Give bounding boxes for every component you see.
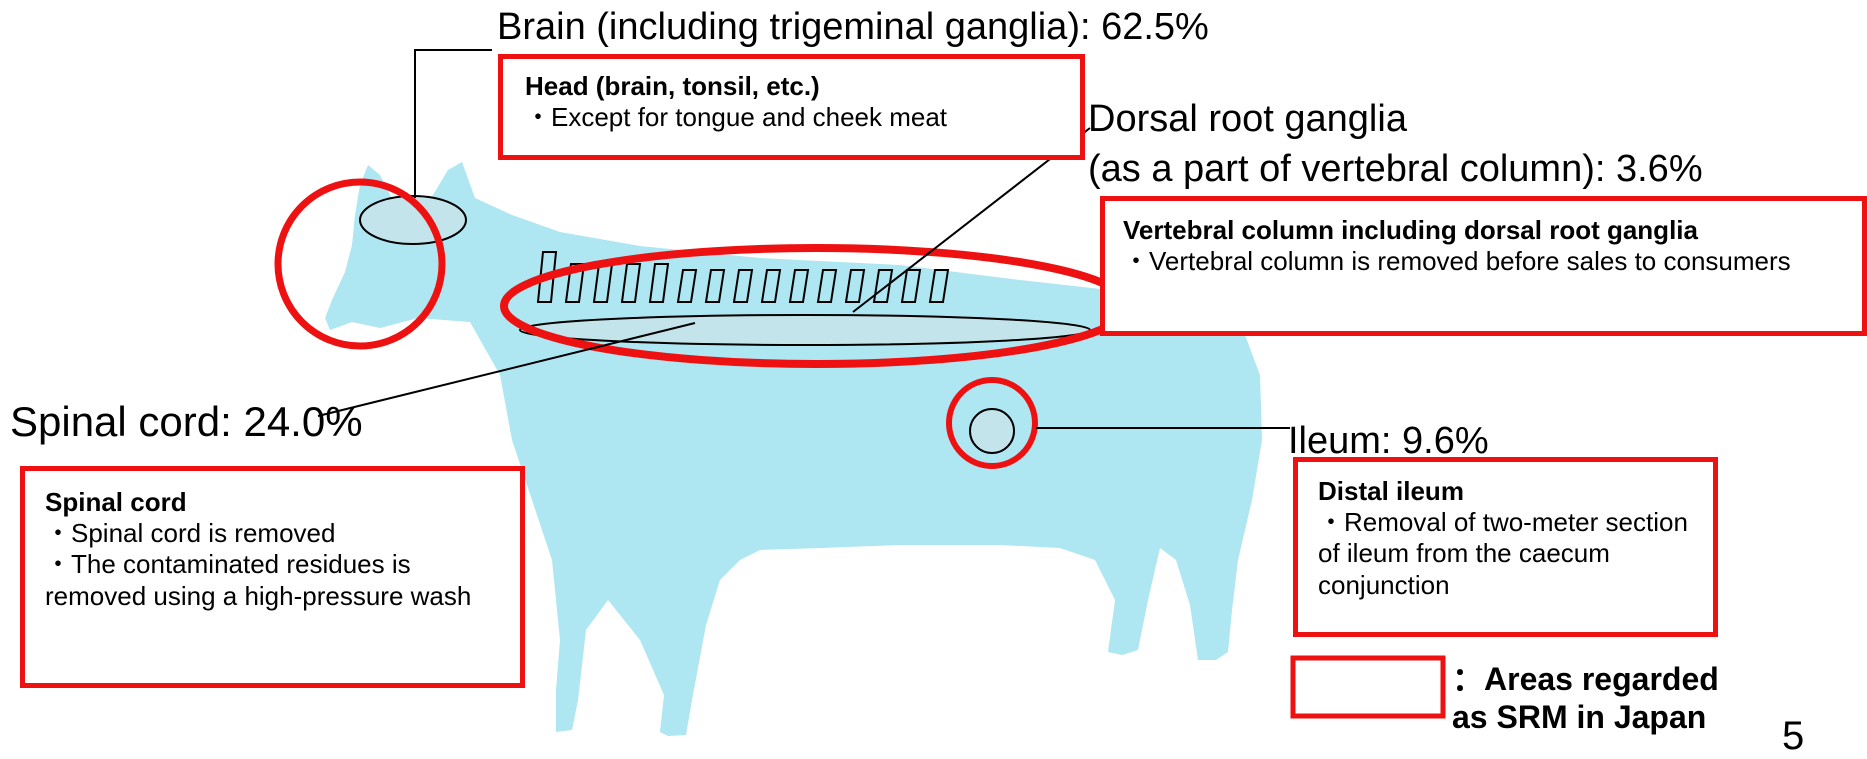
drg-label-line2: (as a part of vertebral column): 3.6% — [1088, 148, 1703, 191]
page-number: 5 — [1782, 714, 1804, 759]
spinal-box-bullet-2: ・The contaminated residues is removed us… — [45, 549, 500, 611]
legend-text: ：Areas regarded as SRM in Japan — [1452, 660, 1719, 737]
head-box-bullet: ・Except for tongue and cheek meat — [525, 102, 1058, 133]
vertebral-srm-box: Vertebral column including dorsal root g… — [1100, 196, 1867, 336]
ileum-organ — [970, 409, 1014, 453]
ileum-box-title: Distal ileum — [1318, 476, 1693, 507]
spinal-cord-label: Spinal cord: 24.0% — [10, 398, 363, 445]
head-box-title: Head (brain, tonsil, etc.) — [525, 71, 1058, 102]
spinal-box-bullet-1: ・Spinal cord is removed — [45, 518, 500, 549]
vertebral-box-bullet: ・Vertebral column is removed before sale… — [1123, 246, 1844, 277]
spinal-cord-srm-box: Spinal cord ・Spinal cord is removed ・The… — [20, 466, 525, 688]
spinal-box-title: Spinal cord — [45, 487, 500, 518]
legend-text-line2: as SRM in Japan — [1452, 698, 1719, 736]
drg-label-line1: Dorsal root ganglia — [1088, 98, 1407, 141]
ileum-box-bullet: ・Removal of two-meter section of ileum f… — [1318, 507, 1693, 601]
vertebral-box-title: Vertebral column including dorsal root g… — [1123, 215, 1844, 246]
legend-swatch — [1293, 658, 1443, 716]
head-srm-box: Head (brain, tonsil, etc.) ・Except for t… — [498, 54, 1085, 160]
ileum-srm-box: Distal ileum ・Removal of two-meter secti… — [1293, 457, 1718, 637]
brain-label: Brain (including trigeminal ganglia): 62… — [497, 6, 1209, 49]
legend-text-line1: ：Areas regarded — [1452, 660, 1719, 698]
spinal-cord-organ — [520, 315, 1090, 345]
